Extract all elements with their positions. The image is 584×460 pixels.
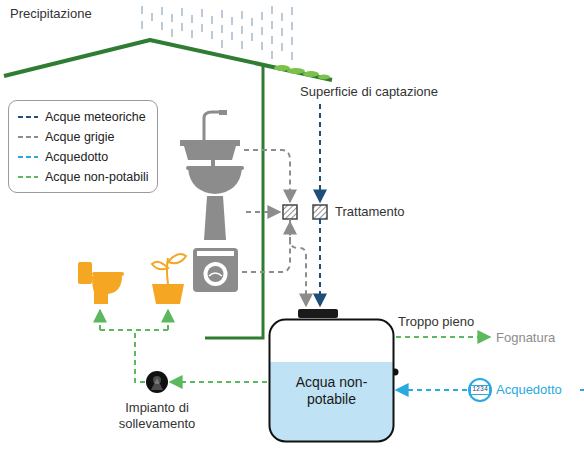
rain-drop <box>201 24 202 32</box>
rain-drop <box>241 11 242 19</box>
rain-drop <box>171 29 172 37</box>
legend-text: Acquedotto <box>45 150 108 164</box>
legend-text: Acque meteoriche <box>45 110 146 124</box>
rain-drop <box>221 10 222 18</box>
rain <box>142 6 292 60</box>
greywater-flow <box>242 150 306 306</box>
rain-drop <box>271 6 272 14</box>
rain-drop <box>151 13 152 21</box>
legend-sample <box>17 132 39 142</box>
legend-text: Acque non-potabili <box>45 170 149 184</box>
rain-drop <box>251 33 252 41</box>
tank-lid <box>298 309 338 318</box>
rain-drop <box>291 22 292 30</box>
rain-drop <box>171 14 172 22</box>
treatment-filter <box>283 205 297 219</box>
label: Precipitazione <box>10 6 92 22</box>
legend-sample <box>17 172 39 182</box>
meter-node: 1234 <box>468 378 492 402</box>
pump-symbol <box>145 370 169 394</box>
rain-drop <box>181 23 182 31</box>
rain-drop <box>291 52 292 60</box>
meter-digits: 1234 <box>470 385 490 396</box>
flow-connector <box>170 381 267 383</box>
label: Troppo pieno <box>398 314 474 330</box>
rain-drop <box>161 7 162 15</box>
rain-drop <box>221 25 222 33</box>
treatment-filter <box>313 205 327 219</box>
legend-sample <box>17 152 39 162</box>
rain-drop <box>281 13 282 21</box>
house-wall <box>205 66 263 338</box>
rain-drop <box>261 12 262 20</box>
legend-box: Acque meteoricheAcque grigieAcquedottoAc… <box>8 100 158 193</box>
rain-drop <box>281 28 282 36</box>
label: Trattamento <box>335 204 405 220</box>
rain-drop <box>141 21 142 29</box>
rain-drop <box>211 16 212 24</box>
rain-drop <box>161 22 162 30</box>
rain-drop <box>191 30 192 38</box>
pump-node: Impianto di sollevamento <box>100 370 214 431</box>
rain-drop <box>271 51 272 59</box>
kitchen-sink <box>180 110 240 160</box>
legend-row: Acque non-potabili <box>17 167 149 187</box>
rain-drop <box>271 21 272 29</box>
rain-drop <box>241 26 242 34</box>
rain-drop <box>231 32 232 40</box>
rain-drop <box>191 15 192 23</box>
rain-drop <box>291 37 292 45</box>
rain-drop <box>251 18 252 26</box>
toilet <box>78 262 124 304</box>
legend-row: Acque grigie <box>17 127 149 147</box>
rain-drop <box>261 27 262 35</box>
green-roof-moss <box>274 65 330 80</box>
rain-drop <box>241 41 242 49</box>
wash-basin <box>186 160 244 240</box>
rain-drop <box>181 8 182 16</box>
rainwater-flow <box>319 104 321 306</box>
legend-sample <box>17 112 39 122</box>
rain-drop <box>291 7 292 15</box>
label: Acquedotto <box>496 382 562 398</box>
mains-pipe <box>580 389 584 391</box>
pump-label: Impianto di sollevamento <box>100 400 214 431</box>
rain-drop <box>201 9 202 17</box>
tank-label: Acqua non-potabile <box>268 374 395 408</box>
legend-row: Acque meteoriche <box>17 107 149 127</box>
tank-node: Acqua non-potabile <box>268 318 395 443</box>
rain-drop <box>141 6 142 14</box>
flow-connector <box>396 389 467 391</box>
plant-pot <box>152 254 186 304</box>
legend-row: Acquedotto <box>17 147 149 167</box>
roof <box>4 40 332 80</box>
label: Fognatura <box>496 330 555 346</box>
label: Superficie di captazione <box>300 84 438 100</box>
rain-drop <box>221 40 222 48</box>
rain-drop <box>231 17 232 25</box>
legend-text: Acque grigie <box>45 130 115 144</box>
rain-drop <box>271 36 272 44</box>
rain-drop <box>281 43 282 51</box>
rain-drop <box>211 31 212 39</box>
rain-drop <box>261 42 262 50</box>
washing-machine <box>193 248 238 292</box>
